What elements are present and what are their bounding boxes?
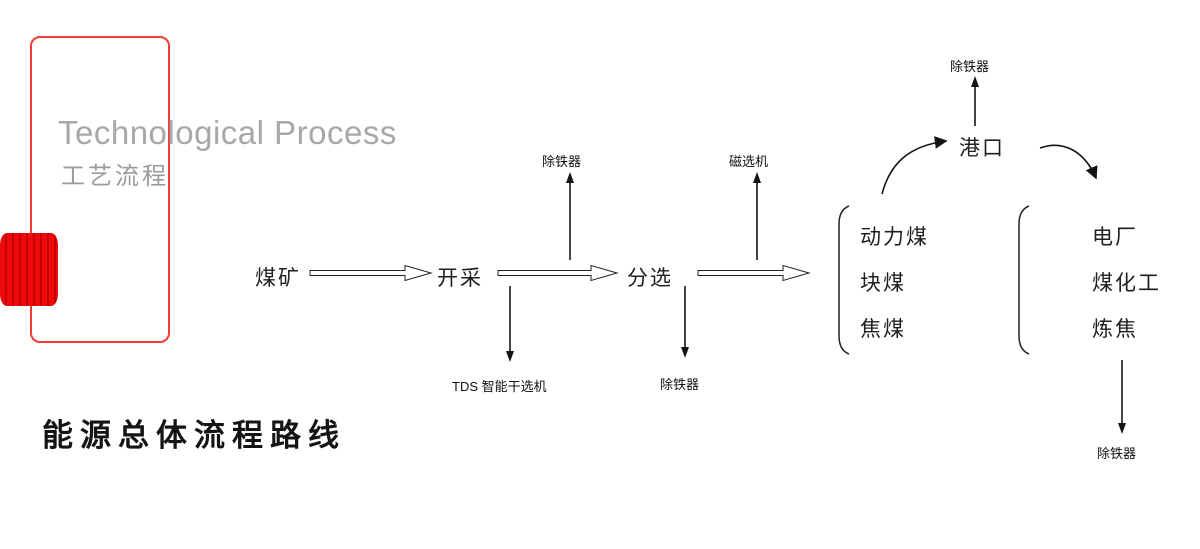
coal-type-power: 动力煤 [860, 226, 929, 249]
node-mining: 开采 [437, 267, 483, 290]
label-iron-remover-right: 除铁器 [1097, 446, 1137, 461]
bracket-coal-types [838, 205, 850, 355]
arrow-up-mining-iron-remover [566, 172, 574, 260]
label-iron-remover-separation: 除铁器 [660, 377, 700, 392]
label-tds-sorter: TDS 智能干选机 [452, 379, 547, 394]
arrow-up-port-iron-remover [971, 76, 979, 126]
arrow-down-destinations-iron-remover [1118, 360, 1126, 434]
curved-arrow-port-to-destinations [1039, 144, 1098, 180]
bracket-destinations [1018, 205, 1030, 355]
label-iron-remover-mining: 除铁器 [542, 154, 582, 169]
node-port: 港口 [959, 137, 1005, 160]
block-arrow-mining-to-separation [497, 264, 619, 282]
label-magnetic-separator: 磁选机 [729, 154, 769, 169]
title-english: Technological Process [58, 114, 397, 151]
arrow-up-separation-magnetic [753, 172, 761, 260]
destination-coal-chemical: 煤化工 [1092, 272, 1161, 295]
curved-arrow-coaltypes-to-port [881, 136, 948, 195]
red-cylinder-icon [0, 233, 58, 306]
label-iron-remover-port: 除铁器 [950, 59, 990, 74]
node-separation: 分选 [627, 267, 673, 290]
destination-power-plant: 电厂 [1092, 226, 1138, 249]
arrow-down-mining-tds [506, 286, 514, 362]
block-arrow-coalmine-to-mining [309, 264, 433, 282]
block-arrow-separation-to-coaltypes [697, 264, 811, 282]
decorative-frame [30, 36, 170, 343]
destination-coking: 炼焦 [1092, 318, 1138, 341]
coal-type-lump: 块煤 [860, 272, 906, 295]
title-chinese: 工艺流程 [61, 163, 169, 190]
caption-title: 能源总体流程路线 [42, 418, 346, 453]
coal-type-coking: 焦煤 [860, 318, 906, 341]
node-coal-mine: 煤矿 [255, 267, 301, 290]
arrow-down-separation-iron-remover [681, 286, 689, 358]
